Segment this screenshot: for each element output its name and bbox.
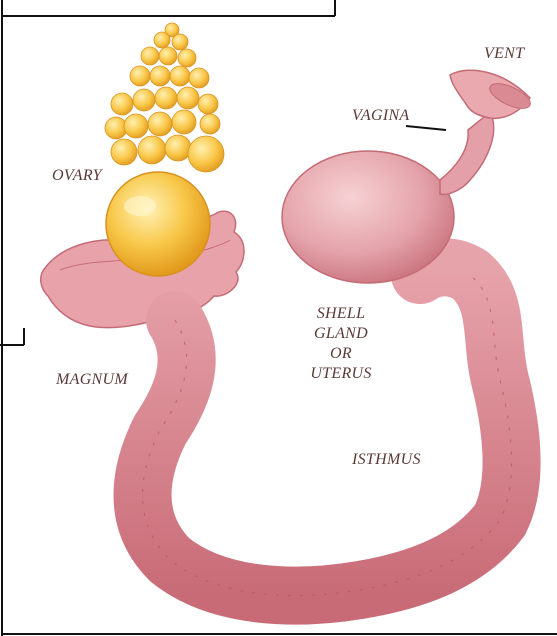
vagina-pointer [406,126,446,130]
ovary-cluster [105,23,224,172]
label-shell-gland-line-3: OR [286,344,396,364]
label-magnum: MAGNUM [56,370,128,390]
label-shell-gland-line-1: SHELL [286,304,396,324]
label-shell-gland-line-4: UTERUS [286,364,396,384]
label-isthmus: ISTHMUS [352,450,421,470]
vagina [440,112,494,194]
label-shell-gland: SHELL GLAND OR UTERUS [286,304,396,384]
mature-yolk [106,172,210,276]
uterus [282,151,454,283]
label-vagina: VAGINA [352,106,410,126]
label-ovary: OVARY [52,166,102,186]
label-shell-gland-line-2: GLAND [286,324,396,344]
label-vent: VENT [484,44,524,64]
